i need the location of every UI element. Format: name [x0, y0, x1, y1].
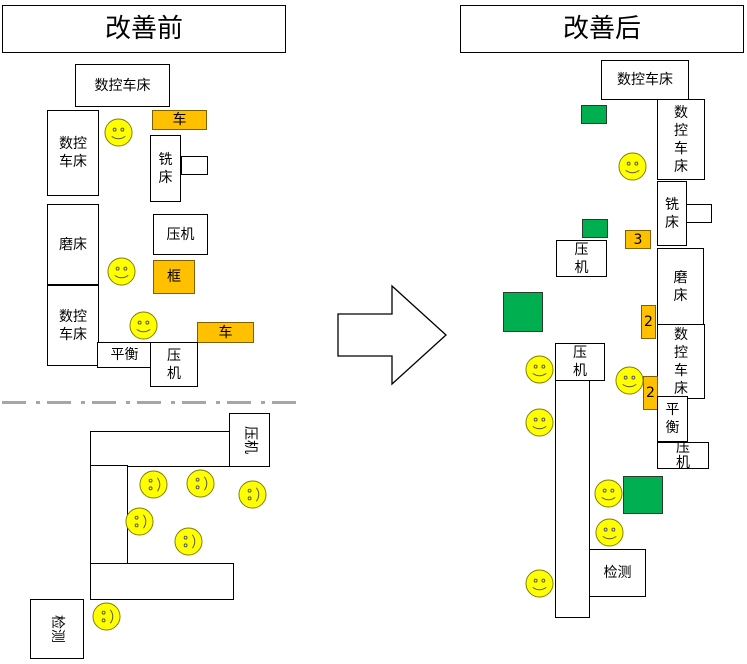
improvement-arrow-icon [337, 284, 447, 386]
operator-smiley-icon [525, 569, 554, 598]
before-title-text: 改善前 [104, 14, 183, 44]
after-cnc-lathe-right-2: 数 控 车 床 [657, 324, 705, 399]
operator-smiley-icon [595, 518, 624, 547]
before-press-3: 压机 [229, 413, 270, 467]
before-milling-attachment [181, 156, 208, 175]
after-badge-3: 3 [625, 230, 651, 249]
machine-label: 3 [633, 231, 643, 248]
after-title: 改善后 [460, 5, 744, 53]
after-inspection: 检测 [589, 549, 646, 597]
operator-smiley-icon [139, 470, 168, 499]
after-press-2: 压 机 [555, 343, 605, 381]
after-milling: 铣 床 [657, 181, 687, 246]
operator-smiley-icon [186, 469, 215, 498]
machine-label: 磨 床 [673, 269, 688, 304]
machine-label: 2 [644, 314, 653, 330]
machine-label: 检测 [603, 565, 632, 581]
before-milling: 铣 床 [150, 135, 181, 202]
after-press-1: 压 机 [556, 240, 607, 277]
operator-smiley-icon [104, 118, 133, 147]
machine-label: 压 机 [573, 345, 587, 379]
material-rack-green [582, 219, 608, 238]
after-badge-2a: 2 [641, 305, 656, 339]
machine-label: 数 控 车 床 [674, 326, 688, 397]
operator-smiley-icon [125, 507, 154, 536]
machine-label: 数控车床 [617, 72, 673, 88]
machine-label: 平衡 [110, 347, 139, 363]
after-badge-2b: 2 [643, 376, 658, 410]
before-press-2: 压 机 [150, 342, 198, 387]
machine-label: 压机 [166, 226, 195, 243]
after-press-3: 压 机 [657, 442, 709, 469]
operator-smiley-icon [525, 408, 554, 437]
machine-label: 2 [646, 385, 655, 401]
divider-line [2, 401, 298, 404]
operator-smiley-icon [129, 311, 158, 340]
operator-smiley-icon [107, 257, 136, 286]
material-rack-green [581, 105, 607, 124]
operator-smiley-icon [615, 366, 644, 395]
before-cart-1: 车 [152, 110, 207, 130]
machine-label: 数控 车床 [59, 136, 87, 170]
after-cnc-lathe-top: 数控车床 [601, 60, 689, 100]
before-press-1: 压机 [153, 214, 208, 255]
before-cnc-lathe-top: 数控车床 [75, 64, 170, 107]
operator-smiley-icon [618, 152, 647, 181]
machine-label: 车 [218, 324, 233, 341]
before-cart-2: 车 [197, 322, 254, 343]
after-cnc-lathe-right: 数 控 车 床 [657, 99, 705, 180]
after-grinder: 磨 床 [657, 248, 704, 325]
operator-smiley-icon [525, 355, 554, 384]
machine-label: 铣 床 [158, 151, 173, 186]
before-grinder: 磨床 [47, 204, 99, 285]
after-balance: 平 衡 [657, 396, 688, 442]
before-bench-left [90, 465, 128, 564]
machine-label: 压 机 [676, 442, 690, 469]
before-frame: 框 [153, 260, 195, 294]
machine-label: 框 [167, 269, 181, 285]
material-rack-green [623, 476, 663, 514]
before-cnc-lathe-left-2: 数控 车床 [47, 285, 99, 366]
machine-label: 压 机 [167, 347, 181, 382]
operator-smiley-icon [92, 602, 121, 631]
machine-label: 数 控 车 床 [674, 104, 688, 175]
operator-smiley-icon [238, 480, 267, 509]
machine-label: 车 [172, 112, 187, 128]
operator-smiley-icon [594, 479, 623, 508]
material-rack-green [503, 292, 543, 332]
before-balance: 平衡 [97, 342, 152, 368]
machine-label: 压机 [241, 426, 258, 454]
after-milling-attachment [685, 204, 712, 223]
before-inspection: 检测 [30, 599, 84, 659]
operator-smiley-icon [174, 527, 203, 556]
machine-label: 数控 车床 [59, 308, 87, 343]
before-bench-bottom [90, 563, 234, 600]
machine-label: 铣 床 [665, 196, 679, 231]
machine-label: 平 衡 [665, 402, 680, 436]
before-bench-top [90, 431, 240, 467]
machine-label: 磨床 [59, 236, 87, 253]
machine-label: 检测 [49, 615, 65, 643]
machine-label: 数控车床 [94, 77, 151, 94]
before-cnc-lathe-left: 数控 车床 [47, 110, 99, 196]
machine-label: 压 机 [574, 241, 589, 276]
before-title: 改善前 [2, 5, 286, 53]
after-bench [555, 380, 590, 618]
after-title-text: 改善后 [562, 14, 641, 44]
